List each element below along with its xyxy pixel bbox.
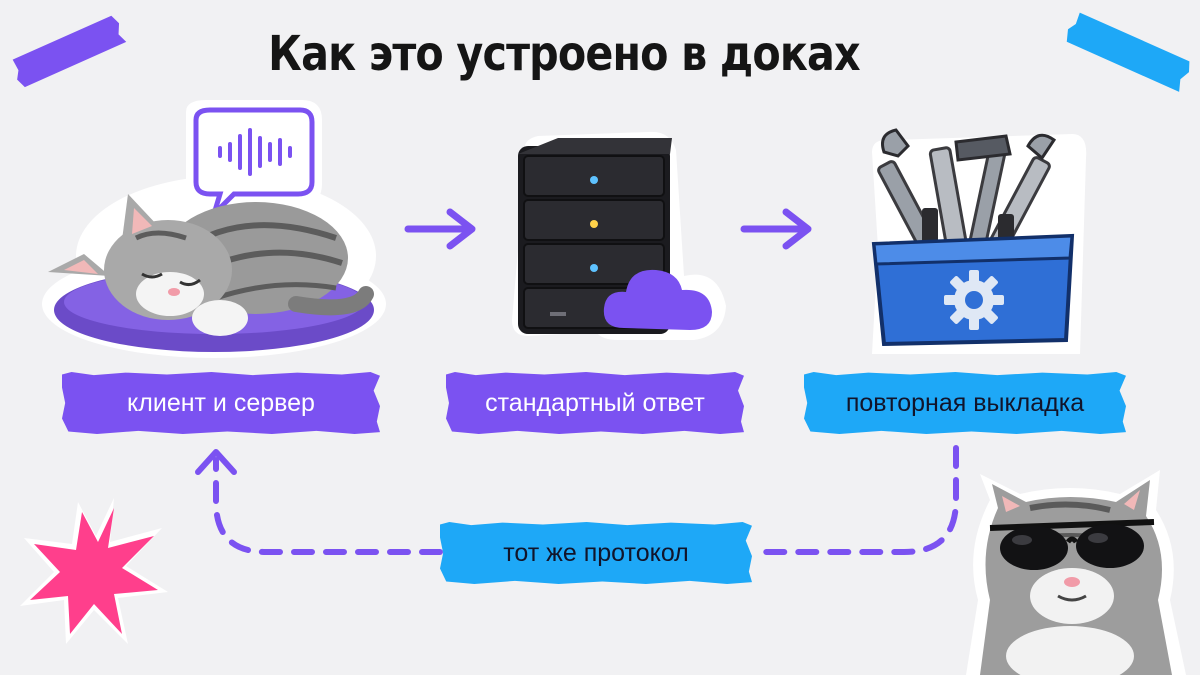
arrow-right-icon — [404, 208, 476, 250]
toolbox-icon — [871, 128, 1087, 354]
loop-arrow — [195, 445, 959, 555]
node-label-client: клиент и сервер — [62, 372, 380, 434]
arrow-right-icon — [740, 208, 812, 250]
node-label-tools: повторная выкладка — [804, 372, 1126, 434]
server-cloud-icon — [512, 131, 726, 340]
pink-star-decoration — [20, 498, 168, 644]
blue-tape-decoration — [1066, 12, 1190, 92]
node-label-server: стандартный ответ — [446, 372, 744, 434]
loop-label: тот же протокол — [440, 522, 752, 584]
cat-with-sunglasses-icon — [966, 470, 1186, 675]
violet-tape-decoration — [12, 15, 127, 88]
page-title: Как это устроено в доках — [268, 26, 860, 82]
sleeping-cat-icon — [42, 100, 386, 358]
